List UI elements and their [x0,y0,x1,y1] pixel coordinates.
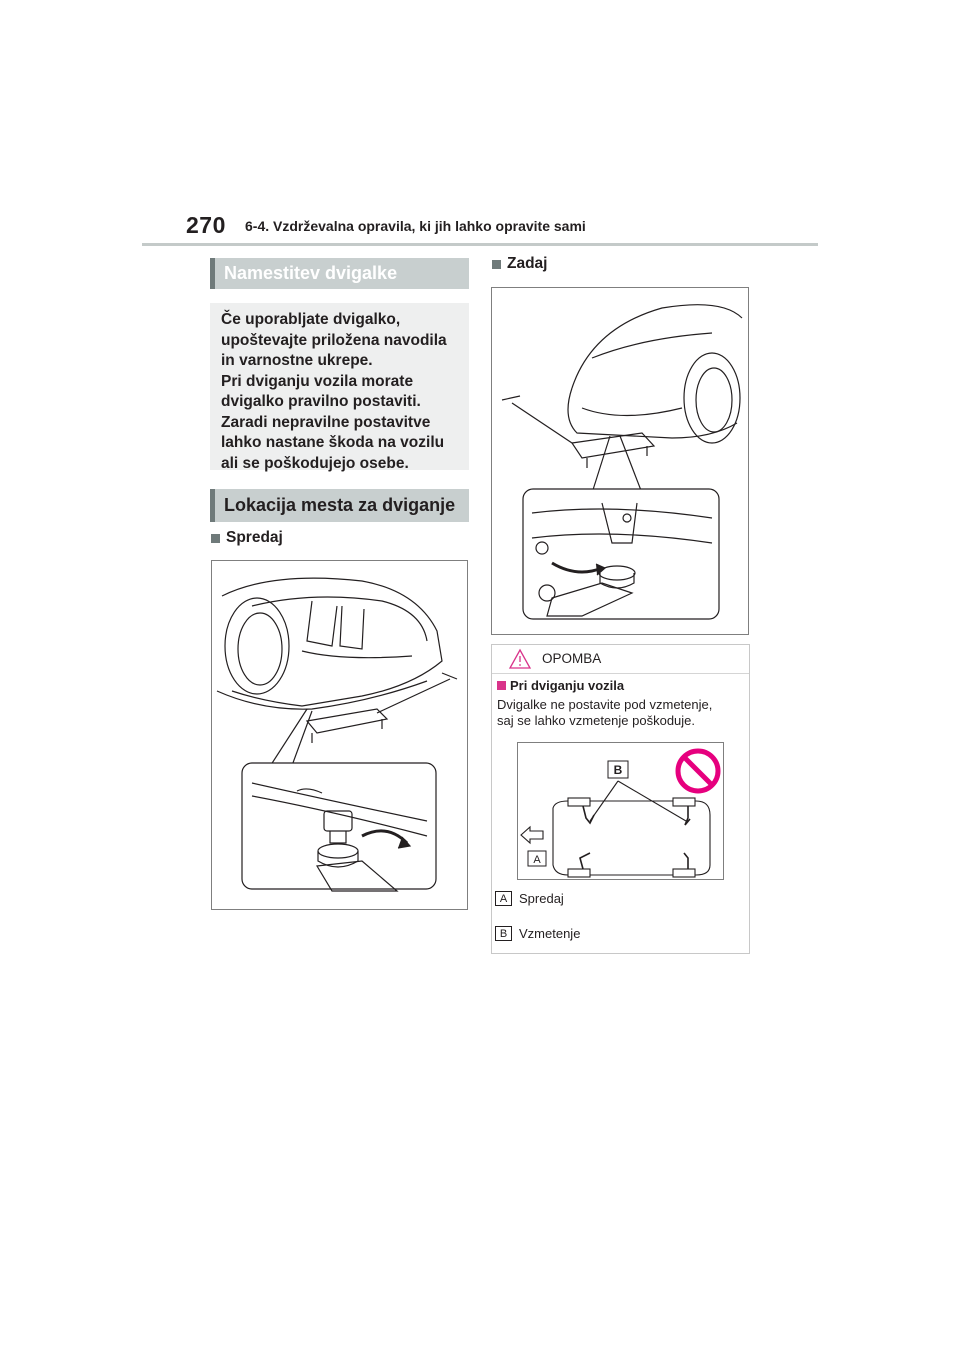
legend-letter-box: B [495,926,512,941]
note-title-row: OPOMBA [492,645,749,674]
info-line: upoštevajte priložena navodila [221,331,447,349]
info-line: Pri dviganju vozila morate [221,372,414,390]
note-text-line: Dvigalke ne postavite pod vzmetenje, [497,697,713,712]
note-subheading-text: Pri dviganju vozila [510,678,625,693]
legend-label: Spredaj [519,891,564,906]
callout-b-letter: B [614,763,623,777]
subheading-text: Spredaj [226,529,283,546]
suspension-diagram: B A [517,742,724,880]
square-bullet-icon [211,533,220,543]
section-heading-lokacija: Lokacija mesta za dviganje [210,489,469,522]
callout-a-letter: A [533,854,541,866]
legend-letter-box: A [495,891,512,906]
header-divider [142,243,818,246]
note-subheading: Pri dviganju vozila [497,678,624,693]
square-bullet-icon [492,259,501,269]
heading-text: Lokacija mesta za dviganje [224,495,456,515]
subheading-text: Zadaj [507,255,548,272]
note-box: OPOMBA Pri dviganju vozila Dvigalke ne p… [491,644,750,954]
heading-text: Namestitev dvigalke [224,263,398,283]
note-text: Dvigalke ne postavite pod vzmetenje, saj… [497,697,712,728]
info-line: in varnostne ukrepe. [221,352,373,369]
note-title: OPOMBA [542,651,602,666]
page-number: 270 [186,212,226,238]
subheading-front: Spredaj [211,529,283,547]
info-line: dvigalko pravilno postaviti. [221,393,421,410]
warning-triangle-icon [508,648,532,675]
info-line: Če uporabljate dvigalko, [221,311,401,328]
note-text-line: saj se lahko vzmetenje poškoduje. [497,712,696,728]
info-line: lahko nastane škoda na vozilu [221,434,445,451]
legend-label: Vzmetenje [519,926,581,941]
rear-jack-illustration [491,287,749,635]
car-front-jack-drawing [216,577,458,892]
car-rear-jack-drawing [501,304,743,620]
info-line: Zaradi nepravilne postavitve [221,413,431,431]
info-line: ali se poškodujejo osebe. [221,454,409,472]
legend-item: B Vzmetenje [495,926,580,941]
suspension-warning-drawing: B A [520,748,721,878]
front-jack-illustration [211,560,468,910]
square-bullet-icon [497,681,506,690]
subheading-rear: Zadaj [492,255,547,273]
section-title: 6-4. Vzdrževalna opravila, ki jih lahko … [245,218,586,234]
legend-item: A Spredaj [495,891,564,906]
section-heading-namestitev: Namestitev dvigalke [210,258,469,289]
namestitev-info-box: Če uporabljate dvigalko, upoštevajte pri… [210,303,469,472]
